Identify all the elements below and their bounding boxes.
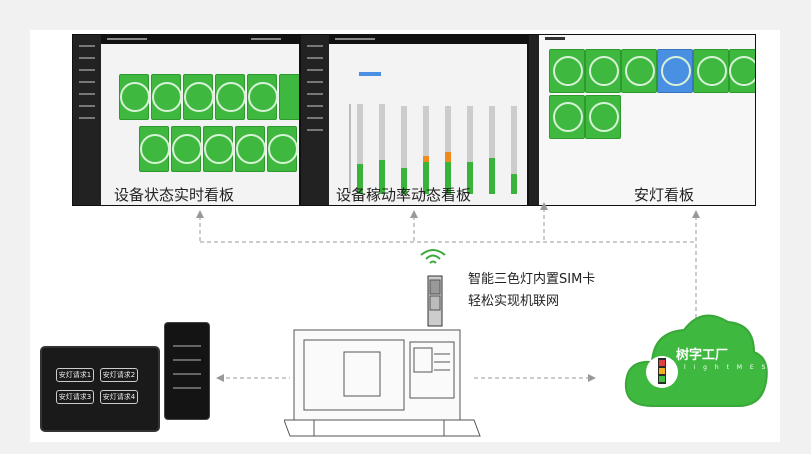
andon-card [549,49,585,93]
andon-card [585,95,621,139]
bar-track [489,106,495,194]
status-card [267,126,298,172]
cloud-brand: 树字工厂 [676,348,729,363]
bar-run [401,168,407,194]
bar-idle [445,152,451,162]
dashboard-caption: 设备稼动率动态看板 [336,186,472,204]
bar-run [445,162,451,194]
andon-request-button[interactable]: 安灯请求4 [100,390,138,404]
arrow-up-icon [196,210,204,218]
diagram-canvas: 设备状态实时看板 设备稼动率动态看板 安灯看板 安灯请求1 安灯请求2 安灯请求… [30,30,780,442]
bar-track [423,106,429,194]
device-status-dashboard-screen [72,34,300,206]
cloud-sub: l i g h t M E S [684,364,769,371]
arrow-up-icon [410,210,418,218]
andon-request-button[interactable]: 安灯请求1 [56,368,94,382]
bar-track [511,106,517,194]
bar-run [423,162,429,194]
sidebar [301,35,329,205]
bar-track [467,106,473,194]
status-card [151,74,182,120]
bar-run [489,158,495,194]
topbar [101,35,299,44]
bar-idle [423,156,429,162]
arrow-up-icon [540,202,548,210]
arrow-left-icon [216,374,224,382]
bar-run [357,164,363,194]
status-card [247,74,278,120]
andon-card [693,49,729,93]
wifi-signal-icon [420,249,446,264]
status-card [215,74,246,120]
status-card [139,126,170,172]
mobile-phone [164,322,210,420]
arrow-up-icon [692,210,700,218]
connector-arrows [196,202,700,382]
bar-track [357,104,363,194]
andon-card [729,49,755,93]
andon-card-grid [539,35,755,205]
andon-card-active [657,49,693,93]
status-card [119,74,150,120]
bar-track [445,106,451,194]
status-card [171,126,202,172]
bar-run [467,162,473,194]
topbar [329,35,527,44]
status-card [203,126,234,172]
andon-request-button[interactable]: 安灯请求3 [56,390,94,404]
andon-card [621,49,657,93]
andon-dashboard-screen [528,34,756,206]
status-card-grid [101,44,299,205]
sidebar [73,35,101,205]
andon-card [549,95,585,139]
andon-card [585,49,621,93]
bar-track [401,106,407,194]
status-card [183,74,214,120]
bar-run [511,174,517,194]
arrow-right-icon [588,374,596,382]
machine-note-line2: 轻松实现机联网 [468,294,560,309]
status-card [279,74,299,120]
sidebar [529,35,539,205]
dashboard-caption: 设备状态实时看板 [114,186,235,204]
bar-run [379,160,385,194]
dashboard-caption: 安灯看板 [634,186,695,204]
cloud-service: 树字工厂 l i g h t M E S [622,302,770,414]
utilization-bar-chart [329,44,527,205]
cnc-machine [284,275,481,437]
machine-note-line1: 智能三色灯内置SIM卡 [468,272,596,287]
status-card [235,126,266,172]
bar-track [379,104,385,194]
utilization-dashboard-screen [300,34,528,206]
andon-request-button[interactable]: 安灯请求2 [100,368,138,382]
andon-tablet: 安灯请求1 安灯请求2 安灯请求3 安灯请求4 [40,346,160,432]
